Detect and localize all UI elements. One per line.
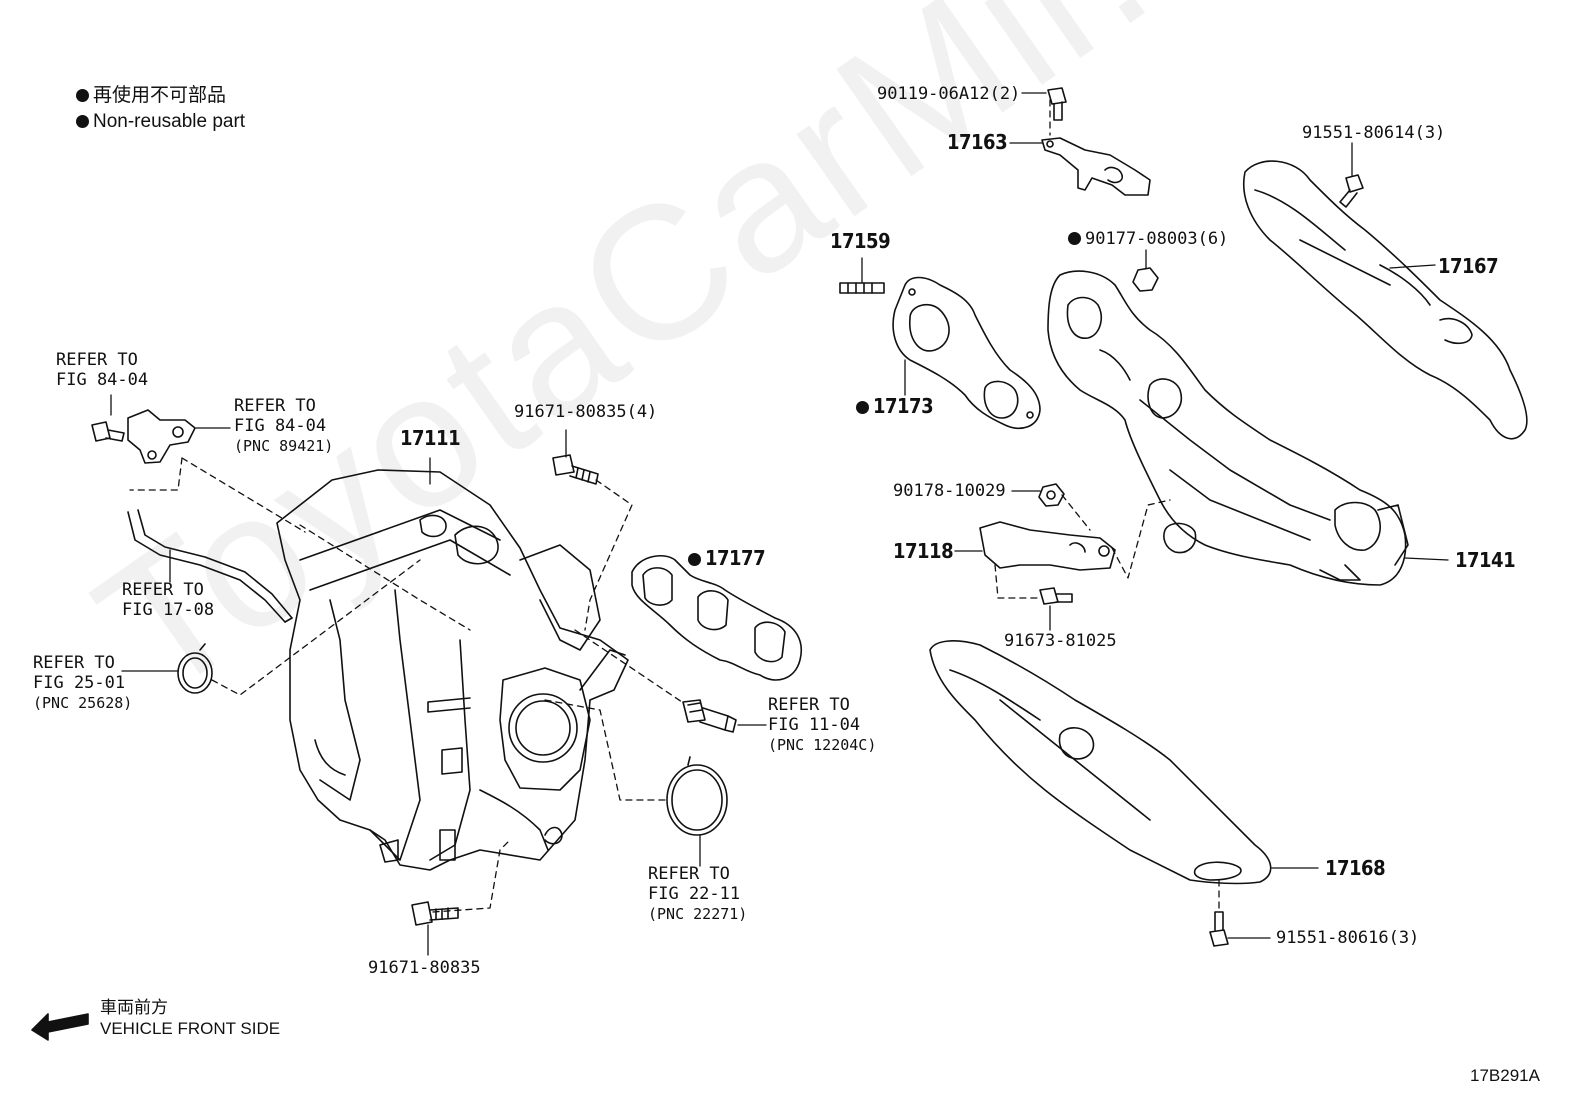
nut-icon: [1132, 267, 1159, 292]
part-label-91673-81025: 91673-81025: [1004, 631, 1117, 651]
part-label-17111: 17111: [400, 426, 461, 450]
bolt-icon: [552, 454, 599, 485]
non-reusable-icon: [688, 553, 701, 566]
legend-jp: 再使用不可部品: [76, 86, 226, 106]
dashed-lines: [129, 99, 1220, 913]
figure-code: 17B291A: [1470, 1066, 1540, 1085]
leader-lines: [110, 92, 1449, 956]
bullet-icon: [76, 89, 89, 102]
bolt-icon: [1047, 87, 1067, 121]
front-arrow-icon: [31, 1013, 89, 1041]
o-ring-icon: [177, 643, 213, 694]
part-label-17168: 17168: [1325, 856, 1386, 880]
front-jp: 車両前方: [100, 998, 168, 1017]
intake-gasket-icon: [631, 554, 802, 681]
part-label-91671-80835: 91671-80835: [368, 958, 481, 978]
legend-en: Non-reusable part: [76, 112, 245, 132]
bracket-icon: [979, 521, 1116, 571]
non-reusable-icon: [1068, 232, 1081, 245]
part-label-91551-80616: 91551-80616(3): [1276, 928, 1420, 948]
part-label-17163: 17163: [947, 130, 1008, 154]
heat-insulator-icon: [929, 640, 1272, 885]
part-label-17118: 17118: [893, 539, 954, 563]
part-label-90178-10029: 90178-10029: [893, 481, 1006, 501]
bolt-icon: [1209, 911, 1229, 947]
intake-manifold-icon: [276, 469, 629, 871]
part-label-17159: 17159: [830, 229, 891, 253]
part-label-17173: 17173: [856, 396, 934, 416]
bolt-icon: [91, 421, 125, 442]
nut-icon: [1038, 483, 1065, 507]
heat-insulator-icon: [1243, 160, 1528, 440]
bolt-icon: [411, 901, 459, 926]
exhaust-gasket-icon: [892, 276, 1041, 429]
part-label-17177: 17177: [688, 548, 766, 568]
bullet-icon: [76, 115, 89, 128]
part-label-91551-80614: 91551-80614(3): [1302, 123, 1446, 143]
part-label-90177-08003: 90177-08003(6): [1068, 229, 1228, 249]
bolt-icon: [1039, 587, 1073, 605]
stud-icon: [839, 282, 885, 294]
bracket-icon: [1041, 137, 1151, 196]
front-en: VEHICLE FRONT SIDE: [100, 1019, 281, 1038]
non-reusable-icon: [856, 401, 869, 414]
stud-icon: [682, 699, 737, 733]
hose-icon: [127, 509, 293, 623]
sensor-icon: [127, 409, 196, 464]
exhaust-manifold-icon: [1047, 270, 1409, 586]
bolt-icon: [1339, 174, 1364, 208]
part-label-90119-06a12: 90119-06A12(2): [877, 84, 1021, 104]
part-label-17167: 17167: [1438, 254, 1499, 278]
part-label-17141: 17141: [1455, 548, 1516, 572]
ring-gasket-icon: [666, 756, 728, 836]
part-label-91671-80835-4: 91671-80835(4): [514, 402, 658, 422]
